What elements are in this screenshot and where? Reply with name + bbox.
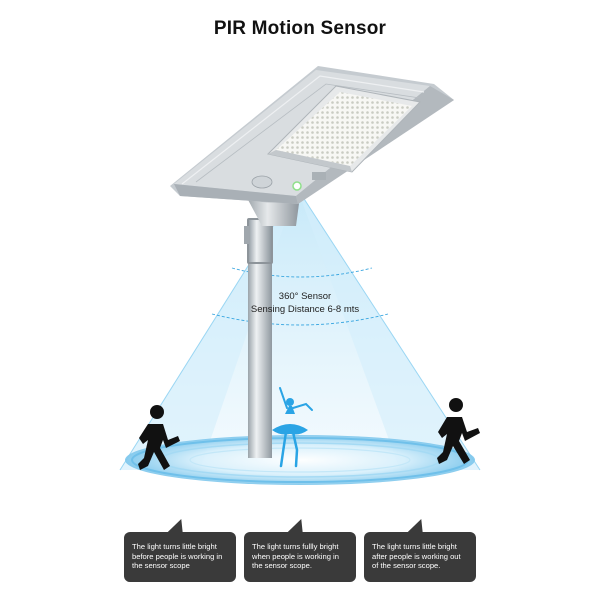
sensor-angle-text: 360° Sensor bbox=[278, 291, 332, 302]
caption-bubble-before: The light turns little bright before peo… bbox=[124, 532, 236, 582]
walking-person-right-icon bbox=[437, 398, 480, 464]
caption-before-text: The light turns little bright before peo… bbox=[132, 542, 223, 571]
lamp-pole bbox=[248, 232, 272, 458]
sensor-distance-text: Sensing Distance 6-8 mts bbox=[250, 304, 360, 315]
street-lamp-head bbox=[170, 66, 454, 204]
caption-bubble-after: The light turns little bright after peop… bbox=[364, 532, 476, 582]
caption-during-text: The light turns fullly bright when peopl… bbox=[252, 542, 339, 571]
sensor-label: 360° Sensor Sensing Distance 6-8 mts bbox=[225, 291, 385, 315]
walking-person-left-icon bbox=[138, 405, 180, 470]
caption-after-text: The light turns little bright after peop… bbox=[372, 542, 461, 571]
floor-detection-area bbox=[125, 435, 475, 485]
pir-sensor bbox=[292, 181, 302, 191]
sensor-range-arc bbox=[231, 267, 373, 278]
page-title: PIR Motion Sensor bbox=[213, 18, 387, 39]
caption-bubble-during: The light turns fullly bright when peopl… bbox=[244, 532, 356, 582]
led-array bbox=[276, 92, 412, 166]
dancer-highlight-icon bbox=[272, 387, 313, 468]
